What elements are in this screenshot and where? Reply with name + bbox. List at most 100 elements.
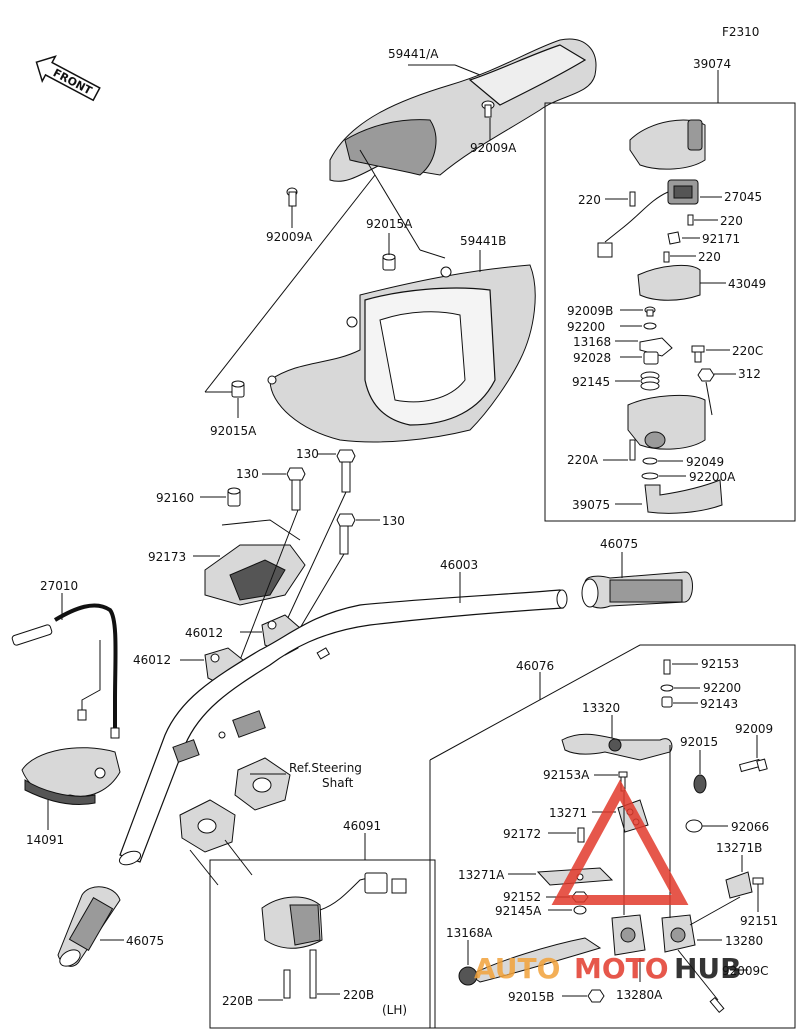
label-92028: 92028 (573, 351, 611, 365)
screw-92172 (577, 827, 585, 843)
label-92015a-top: 92015A (366, 217, 413, 231)
label-92145: 92145 (572, 375, 610, 389)
label-220b-b: 220B (343, 988, 374, 1002)
label-13271: 13271 (549, 806, 587, 820)
lh-switch-housing (261, 872, 407, 949)
grip-46075-left (57, 886, 121, 967)
label-46003: 46003 (440, 558, 478, 572)
label-92009-lever: 92009 (735, 722, 773, 736)
hand-guard-14091 (21, 747, 121, 806)
label-92153: 92153 (701, 657, 739, 671)
label-220-b: 220 (720, 214, 743, 228)
bracket-13280a (611, 914, 646, 956)
label-13271b: 13271B (716, 841, 762, 855)
label-46012-b: 46012 (133, 653, 171, 667)
lever-box-frame (429, 644, 796, 1029)
figure-code: F2310 (722, 25, 759, 39)
label-13271a: 13271A (458, 868, 505, 882)
collar-92143 (661, 696, 673, 708)
plate-13271b (725, 871, 753, 899)
label-46091: 46091 (343, 819, 381, 833)
label-92171: 92171 (702, 232, 740, 246)
label-14091: 14091 (26, 833, 64, 847)
label-ref-shaft: Shaft (322, 776, 354, 790)
switch-housing-upper (629, 119, 706, 170)
label-lh: (LH) (382, 1003, 407, 1017)
label-46076: 46076 (516, 659, 554, 673)
label-92015b: 92015B (508, 990, 554, 1004)
screw-220b-b (309, 949, 317, 999)
watermark-triangle-icon (551, 779, 689, 905)
label-92200-lever: 92200 (703, 681, 741, 695)
label-92172: 92172 (503, 827, 541, 841)
switch-housing-lower (627, 394, 706, 450)
label-46075-top: 46075 (600, 537, 638, 551)
watermark-logo: AUTO MOTO HUB (474, 779, 742, 985)
washer-92200 (643, 322, 657, 330)
label-130-c: 130 (382, 514, 405, 528)
label-39074: 39074 (693, 57, 731, 71)
label-220-a: 220 (578, 193, 601, 207)
label-92009a-top: 92009A (470, 141, 517, 155)
label-92200a: 92200A (689, 470, 736, 484)
label-92143: 92143 (700, 697, 738, 711)
screw-220a (629, 439, 636, 461)
screw-220b-a (283, 969, 291, 999)
screw-92153 (663, 659, 671, 675)
label-13280: 13280 (725, 934, 763, 948)
label-92015a-bottom: 92015A (210, 424, 257, 438)
label-39075: 39075 (572, 498, 610, 512)
label-13320: 13320 (582, 701, 620, 715)
collar-92015a-top (382, 253, 396, 271)
steering-shaft-holder (179, 757, 291, 886)
label-130-b: 130 (296, 447, 319, 461)
label-27045: 27045 (724, 190, 762, 204)
rubber-damper-92173 (204, 519, 306, 606)
switch-unit-27045 (667, 179, 699, 205)
label-13280a: 13280A (616, 988, 663, 1002)
lh-switch-box-frame (209, 859, 436, 1029)
bolt-92151 (752, 877, 764, 885)
label-92200: 92200 (567, 320, 605, 334)
screw-92009c (709, 997, 725, 1013)
watermark-text-auto: AUTO (474, 952, 560, 985)
screw-220-b (687, 214, 694, 226)
lever-13168a (458, 937, 602, 986)
label-59441b: 59441B (460, 234, 506, 248)
label-92151: 92151 (740, 914, 778, 928)
grip-46075-right (581, 571, 693, 609)
cover-43049 (637, 265, 701, 301)
heater-wire-27010 (11, 603, 120, 739)
cap-92066 (685, 819, 703, 833)
screw-92009a-left (286, 187, 298, 207)
connector-icon (597, 242, 613, 258)
screw-92009a-top (481, 100, 495, 118)
label-13168a: 13168A (446, 926, 493, 940)
label-92145a: 92145A (495, 904, 542, 918)
label-312: 312 (738, 367, 761, 381)
label-92049: 92049 (686, 455, 724, 469)
label-92015: 92015 (680, 735, 718, 749)
washer-92200-lever (660, 684, 674, 692)
label-220b-a: 220B (222, 994, 253, 1008)
screw-220-c (663, 251, 670, 263)
label-220c: 220C (732, 344, 763, 358)
bolt-130-a (286, 467, 306, 511)
bracket-13280 (661, 914, 696, 953)
label-ref-steering: Ref.Steering (289, 761, 362, 775)
collar-92015a-bottom (231, 375, 277, 398)
upper-handlebar-cover (329, 38, 597, 182)
label-92066: 92066 (731, 820, 769, 834)
label-92173: 92173 (148, 550, 186, 564)
label-92009b: 92009B (567, 304, 613, 318)
bolt-220c (691, 345, 705, 363)
label-92153a: 92153A (543, 768, 590, 782)
bolt-130-b (336, 449, 356, 493)
label-92160: 92160 (156, 491, 194, 505)
screw-220-a (629, 191, 636, 207)
label-92009a-left: 92009A (266, 230, 313, 244)
spring-92145a (573, 905, 587, 915)
lever-13320 (561, 733, 673, 761)
